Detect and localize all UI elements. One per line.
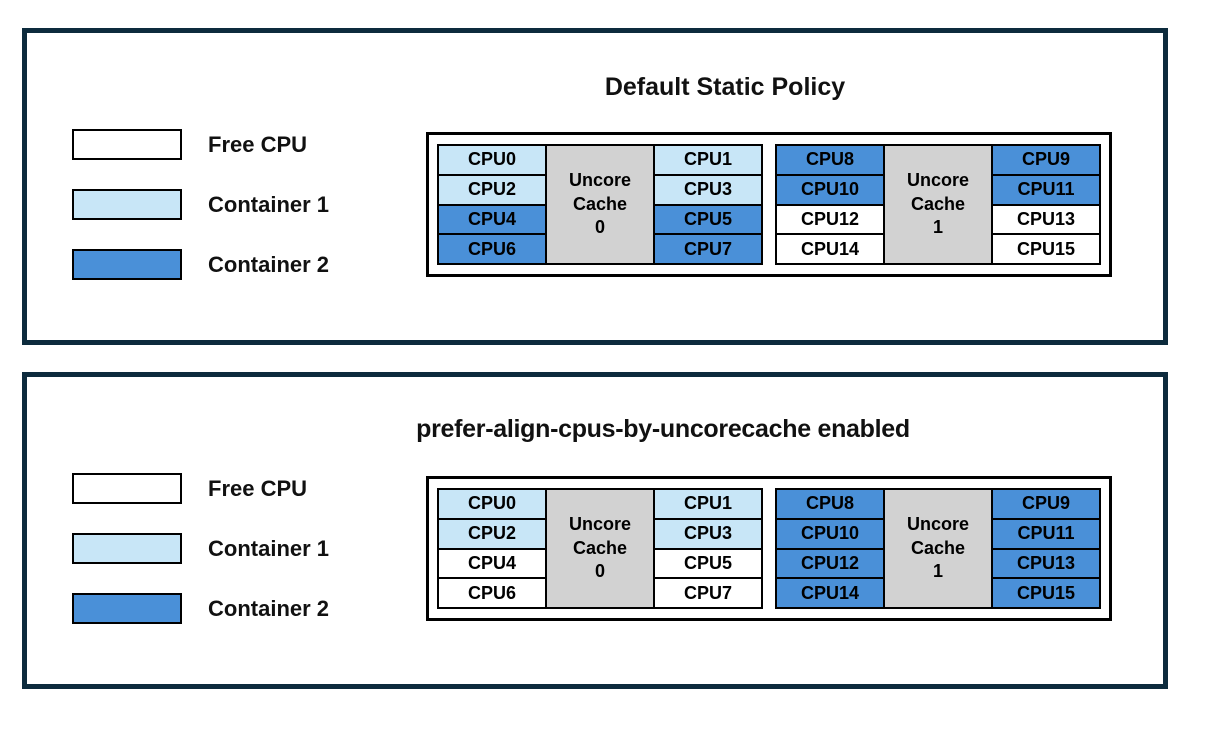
uncore-cache-label: 1: [932, 561, 943, 582]
legend-label: Free CPU: [208, 475, 308, 501]
uncore-cache-label: Uncore: [906, 170, 969, 191]
cpu-cell-cpu15: CPU15: [993, 579, 1099, 607]
cpu-cell-cpu14: CPU14: [777, 579, 883, 607]
cpu-cell-cpu11: CPU11: [993, 519, 1099, 548]
uncore-cache-label: 0: [594, 561, 605, 582]
legend-item: Free CPU: [72, 473, 329, 504]
cpu-cell-cpu15: CPU15: [993, 235, 1099, 263]
uncore-cache-label: Cache: [572, 193, 628, 214]
cpu-cell-cpu12: CPU12: [777, 205, 883, 234]
free-cpu-swatch: [72, 473, 182, 504]
legend-item: Container 1: [72, 533, 329, 564]
legend-label: Container 1: [208, 191, 330, 217]
free-cpu-swatch: [72, 129, 182, 160]
cpu-cell-cpu5: CPU5: [655, 549, 761, 578]
cpu-cell-cpu14: CPU14: [777, 235, 883, 263]
cpu-cell-cpu8: CPU8: [777, 146, 883, 174]
cpu-cell-cpu10: CPU10: [777, 175, 883, 204]
cpu-cell-cpu6: CPU6: [439, 579, 545, 607]
legend: Free CPU Container 1 Container 2: [72, 473, 329, 624]
cpu-cell-cpu13: CPU13: [993, 549, 1099, 578]
cpu-cell-cpu0: CPU0: [439, 490, 545, 518]
cpu-cell-cpu2: CPU2: [439, 175, 545, 204]
cpu-cell-cpu10: CPU10: [777, 519, 883, 548]
cpu-cell-cpu7: CPU7: [655, 579, 761, 607]
cpu-cell-cpu12: CPU12: [777, 549, 883, 578]
panel-title: Default Static Policy: [604, 73, 846, 101]
cpu-cell-cpu9: CPU9: [993, 490, 1099, 518]
legend-item: Container 2: [72, 593, 329, 624]
cpu-cell-cpu8: CPU8: [777, 490, 883, 518]
container1-swatch: [72, 533, 182, 564]
cpu-cell-cpu2: CPU2: [439, 519, 545, 548]
cpu-cell-cpu4: CPU4: [439, 205, 545, 234]
cpu-cell-cpu1: CPU1: [655, 146, 761, 174]
uncore-cache-label: Cache: [572, 537, 628, 558]
cpu-cell-cpu13: CPU13: [993, 205, 1099, 234]
legend-item: Container 1: [72, 189, 329, 220]
cpu-cell-cpu4: CPU4: [439, 549, 545, 578]
cpu-cell-cpu5: CPU5: [655, 205, 761, 234]
cpu-cell-cpu9: CPU9: [993, 146, 1099, 174]
panel-default-static-policy: Default Static Policy Free CPU Container …: [22, 28, 1168, 345]
uncore-cache-label: Cache: [910, 537, 966, 558]
uncore-cache-label: Cache: [910, 193, 966, 214]
container2-swatch: [72, 593, 182, 624]
uncore-cache-label: Uncore: [568, 170, 631, 191]
cpu-cell-cpu0: CPU0: [439, 146, 545, 174]
cpu-cell-cpu3: CPU3: [655, 175, 761, 204]
legend-item: Free CPU: [72, 129, 329, 160]
legend-label: Container 1: [208, 535, 330, 561]
uncore-cache-label: 0: [594, 217, 605, 238]
legend-label: Free CPU: [208, 131, 308, 157]
cpu-cell-cpu6: CPU6: [439, 235, 545, 263]
uncore-cache-label: Uncore: [906, 514, 969, 535]
legend-label: Container 2: [208, 251, 330, 277]
legend-item: Container 2: [72, 249, 329, 280]
container2-swatch: [72, 249, 182, 280]
uncore-cache-label: Uncore: [568, 514, 631, 535]
cpu-cell-cpu3: CPU3: [655, 519, 761, 548]
cpu-cell-cpu1: CPU1: [655, 490, 761, 518]
panel-prefer-align-cpus-by-uncorecache: prefer-align-cpus-by-uncorecache enabled…: [22, 372, 1168, 689]
cpu-cell-cpu11: CPU11: [993, 175, 1099, 204]
legend: Free CPU Container 1 Container 2: [72, 129, 329, 280]
uncore-cache-label: 1: [932, 217, 943, 238]
container1-swatch: [72, 189, 182, 220]
cpu-cell-cpu7: CPU7: [655, 235, 761, 263]
panel-title: prefer-align-cpus-by-uncorecache enabled: [416, 415, 910, 443]
legend-label: Container 2: [208, 595, 330, 621]
